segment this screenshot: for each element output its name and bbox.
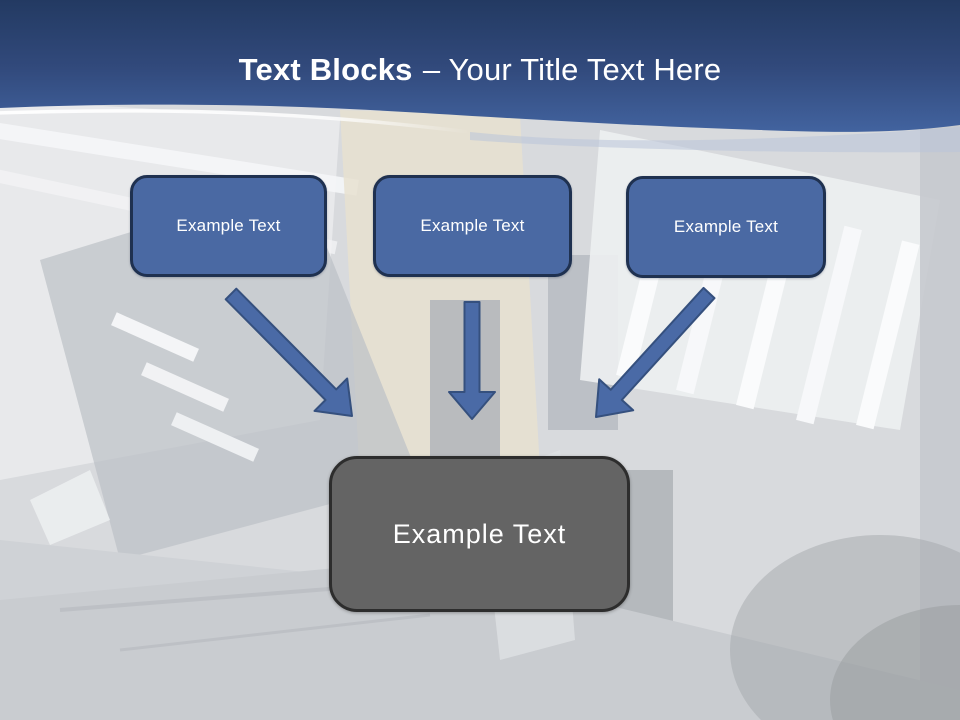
summary-block-label: Example Text [392, 518, 567, 549]
text-block-1[interactable]: Example Text [130, 175, 327, 277]
slide-title[interactable]: Text Blocks – Your Title Text Here [0, 52, 960, 88]
text-block-3[interactable]: Example Text [626, 176, 826, 278]
header-wave [0, 0, 960, 153]
arrow-down-icon[interactable] [448, 301, 496, 420]
text-block-3-label: Example Text [673, 217, 779, 236]
title-emphasis: Text Blocks [238, 52, 413, 87]
text-block-2-label: Example Text [420, 216, 525, 235]
arrow-diagonal-left-icon[interactable] [224, 287, 353, 417]
summary-block[interactable]: Example Text [329, 456, 630, 612]
arrow-diagonal-right-icon[interactable] [595, 286, 716, 418]
text-block-1-label: Example Text [176, 216, 281, 235]
text-block-2[interactable]: Example Text [373, 175, 572, 277]
title-subtitle: – Your Title Text Here [422, 52, 722, 87]
